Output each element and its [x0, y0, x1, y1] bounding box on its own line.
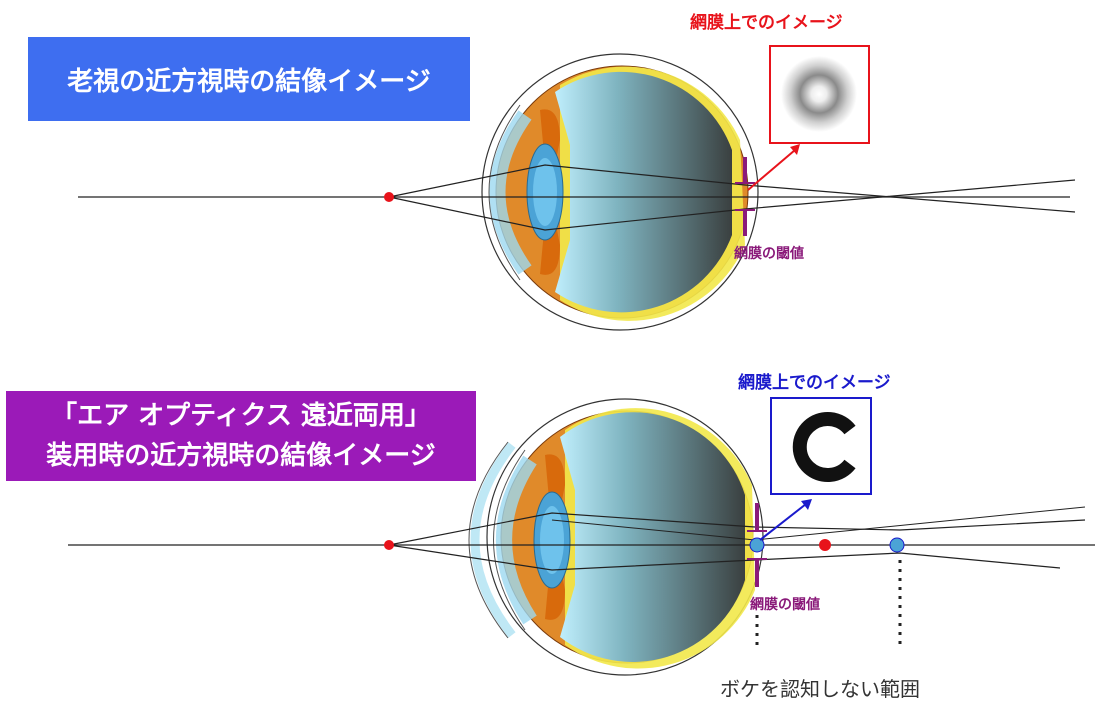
bottom-threshold-marker: [747, 503, 767, 587]
top-retina-image: [769, 45, 870, 144]
top-title-box: 老視の近方視時の結像イメージ: [28, 37, 470, 121]
bottom-eye: [468, 398, 764, 676]
top-pointer-arrow: [747, 144, 800, 191]
focus-point-mid: [819, 539, 831, 551]
bottom-threshold-label: 網膜の閾値: [750, 597, 820, 613]
top-title: 老視の近方視時の結像イメージ: [67, 66, 431, 97]
top-rays: [78, 164, 1076, 231]
bottom-object-point: [384, 540, 394, 550]
top-object-point: [384, 192, 394, 202]
top-eye: [481, 53, 759, 331]
focus-point-far: [889, 537, 905, 553]
bottom-title-line2: 装用時の近方視時の結像イメージ: [46, 441, 436, 471]
bottom-pointer-arrow: [759, 499, 812, 541]
bottom-title-line1: 「エア オプティクス 遠近両用」: [51, 401, 431, 431]
bottom-title-box: 「エア オプティクス 遠近両用」 装用時の近方視時の結像イメージ: [6, 391, 476, 481]
focus-point-near: [749, 537, 765, 553]
blur-range-label: ボケを認知しない範囲: [720, 677, 920, 701]
range-dotted-lines: [755, 560, 902, 650]
top-threshold-marker: [735, 157, 755, 236]
top-retina-image-label: 網膜上でのイメージ: [690, 13, 843, 33]
top-threshold-label: 網膜の閾値: [734, 246, 804, 262]
bottom-retina-image: [770, 397, 872, 495]
bottom-retina-image-label: 網膜上でのイメージ: [738, 373, 891, 393]
